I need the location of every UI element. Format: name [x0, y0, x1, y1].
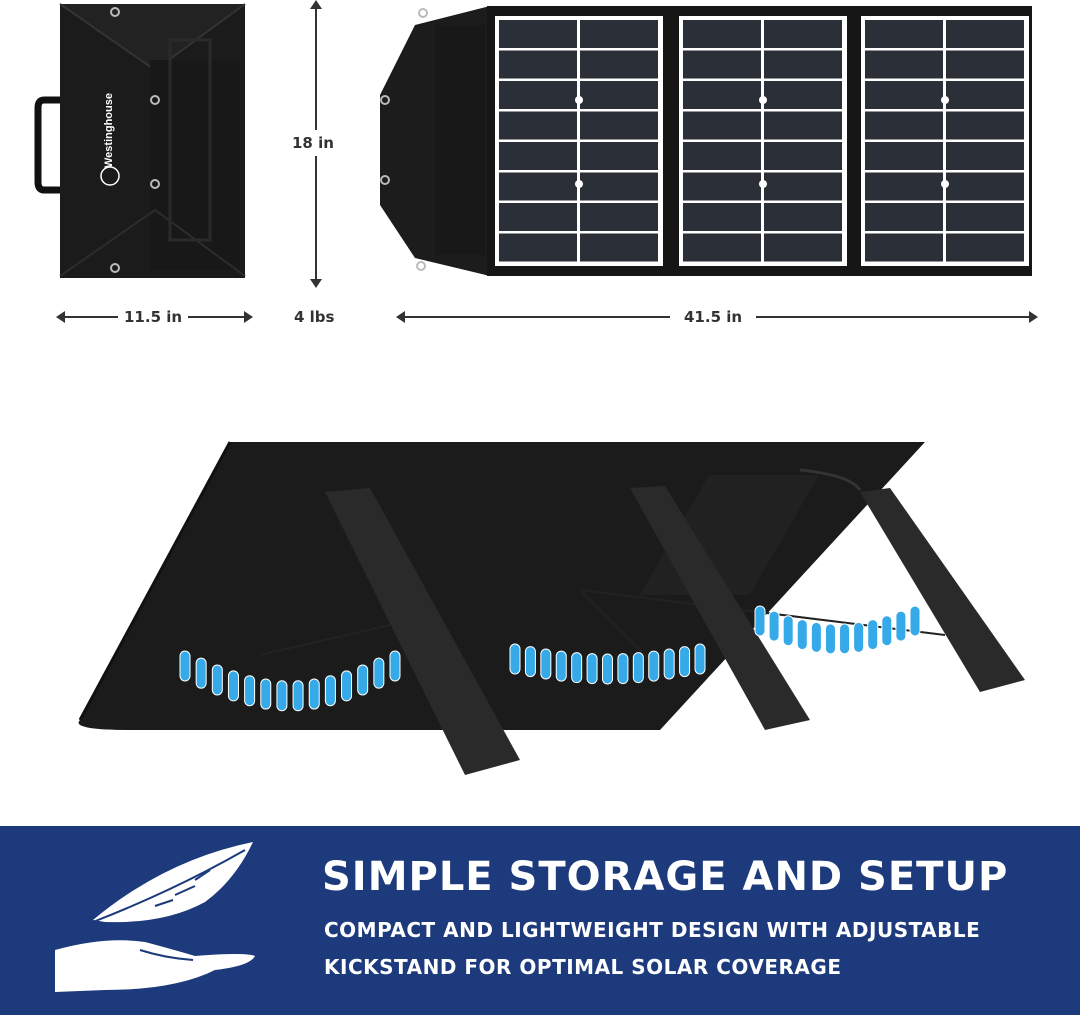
strap-segment	[308, 678, 320, 710]
strap-segment	[211, 664, 223, 696]
strap-segment	[867, 619, 879, 651]
strap-segment	[768, 610, 780, 642]
strap-segment	[632, 652, 644, 684]
unfolded-width-label: 41.5 in	[670, 308, 757, 326]
strap-segment	[179, 650, 191, 682]
strap-segment	[324, 675, 336, 707]
strap-segment	[373, 657, 385, 689]
banner-title: SIMPLE STORAGE AND SETUP	[322, 854, 1009, 900]
strap-segment	[586, 653, 598, 685]
strap-segment	[341, 670, 353, 702]
strap-segment	[276, 680, 288, 712]
strap-segment	[195, 657, 207, 689]
strap-segment	[555, 650, 567, 682]
strap-segment	[782, 615, 794, 647]
folded-width-arrow-left	[56, 311, 65, 323]
strap-segment	[796, 619, 808, 651]
strap-segment	[810, 621, 822, 653]
strap-segment	[754, 605, 766, 637]
kickstand-strap-highlight	[179, 605, 921, 712]
unfolded-width-arrow-right	[1029, 311, 1038, 323]
strap-segment	[260, 678, 272, 710]
unfolded-width-arrow-left	[396, 311, 405, 323]
strap-segment	[617, 653, 629, 685]
folded-panel-image	[34, 3, 246, 278]
feather-hand-icon	[55, 842, 255, 992]
banner-subtitle-line2: KICKSTAND FOR OPTIMAL SOLAR COVERAGE	[324, 955, 842, 979]
strap-segment	[227, 670, 239, 702]
strap-segment	[244, 675, 256, 707]
banner-subtitle-line1: COMPACT AND LIGHTWEIGHT DESIGN WITH ADJU…	[324, 918, 981, 942]
folded-width-label: 11.5 in	[118, 308, 189, 326]
height-label: 18 in	[288, 130, 338, 156]
strap-segment	[509, 643, 521, 675]
strap-segment	[602, 653, 613, 685]
folded-width-arrow-right	[244, 311, 253, 323]
unfolded-panel-image	[380, 6, 1032, 276]
kickstand-setup-image	[78, 441, 1025, 775]
strap-segment	[357, 664, 369, 696]
strap-segment	[853, 621, 865, 653]
strap-segment	[694, 643, 706, 675]
strap-segment	[540, 648, 552, 680]
strap-segment	[571, 652, 583, 684]
strap-segment	[679, 646, 691, 678]
strap-segment	[663, 648, 675, 680]
strap-segment	[839, 623, 851, 655]
strap-segment	[895, 610, 907, 642]
strap-segment	[648, 650, 660, 682]
height-arrow-bottom	[310, 279, 322, 288]
strap-segment	[389, 650, 401, 682]
strap-segment	[292, 680, 304, 712]
brand-logo-text: Westinghouse	[103, 93, 115, 168]
strap-segment	[524, 646, 536, 678]
feature-banner	[0, 826, 1080, 1015]
height-arrow-top	[310, 0, 322, 9]
strap-segment	[824, 623, 836, 655]
weight-label: 4 lbs	[288, 308, 341, 326]
strap-segment	[909, 605, 921, 637]
strap-segment	[881, 615, 893, 647]
